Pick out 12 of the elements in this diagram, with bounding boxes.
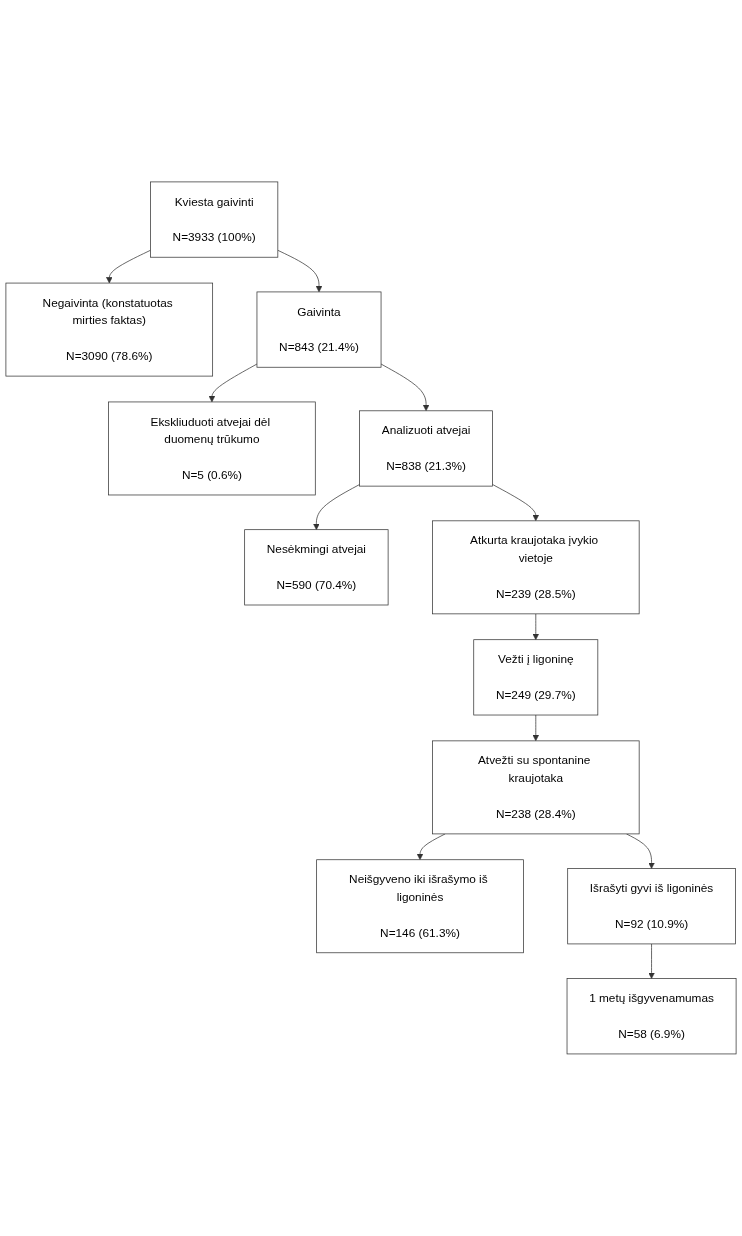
- node-box: Gaivinta N=843 (21.4%): [256, 291, 382, 368]
- node-box: Vežti į ligoninę N=249 (29.7%): [473, 639, 599, 716]
- node-box: 1 metų išgyvenamumas N=58 (6.9%): [566, 978, 737, 1055]
- node-box: Atvežti su spontanine kraujotaka N=238 (28.4%): [432, 740, 640, 835]
- node-box: Išrašyti gyvi iš ligoninės N=92 (10.9%): [567, 868, 736, 945]
- node-box: Atkurta kraujotaka įvykio vietoje N=239 (28.5%): [432, 520, 640, 615]
- node-box: Neišgyveno iki išrašymo iš ligoninės N=146 (61.3%): [316, 859, 524, 954]
- node-box: Negaivinta (konstatuotas mirties faktas) N=3090 (78.6%): [5, 282, 213, 377]
- node-box: Ekskliuduoti atvejai dėl duomenų trūkumo N=5 (0.6%): [108, 401, 316, 496]
- node-box: Nesėkmingi atvejai N=590 (70.4%): [244, 529, 389, 606]
- node-box: Kviesta gaivinti N=3933 (100%): [150, 181, 279, 258]
- node-box: Analizuoti atvejai N=838 (21.3%): [359, 410, 493, 487]
